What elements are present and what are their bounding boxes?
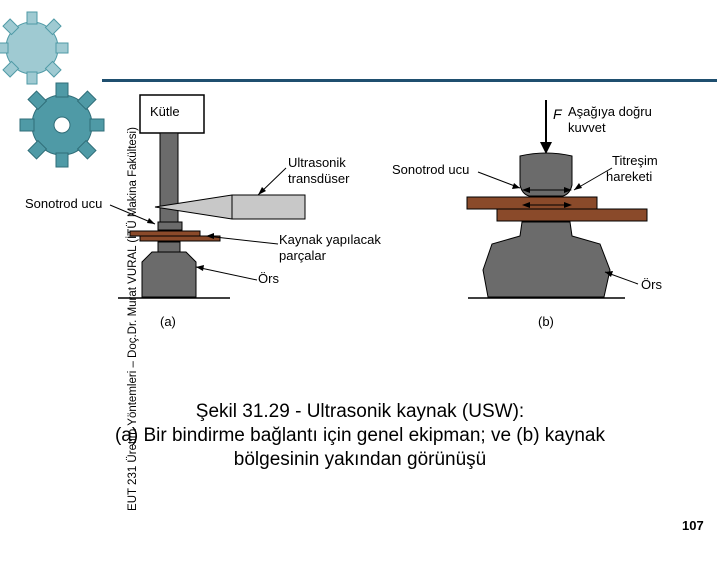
sonotrode-b (519, 152, 573, 197)
label-anvil-a: Örs (258, 271, 279, 286)
gear-icon (19, 82, 105, 168)
label-parts-line1: Kaynak yapılacak (279, 232, 381, 247)
label-sonotrode-b: Sonotrod ucu (392, 162, 470, 177)
label-force-symbol: F (553, 106, 562, 122)
label-transducer-line1: Ultrasonik (288, 155, 346, 170)
label-sonotrode-a: Sonotrod ucu (25, 196, 103, 211)
transducer-horn (154, 194, 306, 220)
label-force-line2: kuvvet (568, 120, 606, 135)
label-force-line1: Aşağıya doğru (568, 104, 652, 119)
label-anvil-b: Örs (641, 277, 662, 292)
label-parts-line2: parçalar (279, 248, 326, 263)
label-transducer-line2: transdüser (288, 171, 350, 186)
workpiece-b-top (466, 196, 598, 210)
figure-caption: Şekil 31.29 ‑ Ultrasonik kaynak (USW): (… (100, 400, 620, 472)
gear-icon (0, 11, 69, 85)
anvil-body (141, 251, 197, 298)
label-vibration-line2: hareketi (606, 169, 653, 184)
anvil-b (482, 221, 611, 298)
label-mass: Kütle (150, 104, 180, 119)
figure-b-drawing (466, 100, 648, 299)
label-tag-b: (b) (538, 314, 554, 329)
caption-line3: bölgesinin yakından görünüşü (233, 449, 487, 470)
figure-a-drawing (109, 94, 306, 299)
workpiece-bottom (139, 235, 221, 242)
workpiece-b-bottom (496, 208, 648, 222)
caption-line1: Şekil 31.29 ‑ Ultrasonik kaynak (USW): (195, 401, 525, 422)
gear-decoration (0, 11, 105, 168)
label-tag-a: (a) (160, 314, 176, 329)
sonotrode-tip (157, 221, 183, 231)
caption-line2: (a) Bir bindirme bağlantı için genel eki… (114, 425, 605, 446)
label-vibration-line1: Titreşim (612, 153, 658, 168)
page-number: 107 (682, 518, 704, 533)
header-rule (102, 79, 717, 82)
